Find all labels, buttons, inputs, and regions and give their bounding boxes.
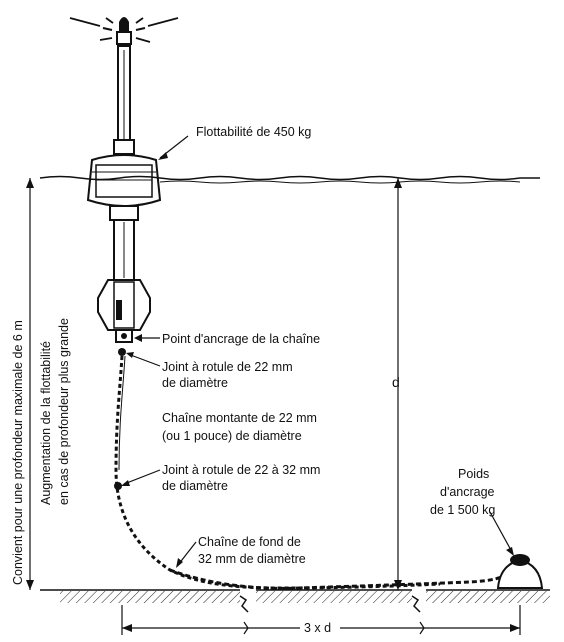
seabed — [40, 589, 550, 613]
depth-dimension — [394, 178, 402, 590]
depth-label: d — [392, 374, 400, 390]
swivel-22-label-line1: Joint à rotule de 22 mm — [162, 360, 293, 374]
chain-anchor-point — [115, 329, 133, 343]
swivel-22-32-label-line2: de diamètre — [162, 479, 229, 493]
water-surface — [39, 175, 540, 184]
buoy-tube — [113, 219, 135, 281]
max-depth-label: Convient pour une profondeur maximale de… — [11, 320, 25, 585]
anchor-point-label: Point d'ancrage de la chaîne — [162, 332, 321, 346]
max-depth-dimension — [26, 178, 34, 590]
riser-chain-label-line1: Chaîne montante de 22 mm — [162, 411, 317, 425]
weight-label-line3: de 1 500 kg — [430, 503, 496, 517]
riser-chain-label-line2: (ou 1 pouce) de diamètre — [162, 429, 302, 443]
ground-chain-label-line1: Chaîne de fond de — [198, 535, 301, 549]
weight-label-line2: d'ancrage — [440, 485, 495, 499]
ground-chain-label-line2: 32 mm de diamètre — [198, 552, 306, 566]
spread-label: 3 x d — [304, 621, 332, 635]
buoy-mast — [113, 45, 135, 157]
weight-label-line1: Poids — [458, 467, 490, 481]
swivel-22-label-line2: de diamètre — [162, 376, 229, 390]
swivel-22-32-label-line1: Joint à rotule de 22 à 32 mm — [162, 463, 321, 477]
ballast-weight — [97, 279, 151, 331]
leader-arrows — [121, 135, 514, 568]
float-body — [86, 154, 162, 221]
spread-dimension — [121, 605, 521, 635]
greater-depth-label: en cas de profondeur plus grande — [57, 318, 71, 505]
buoyancy-increase-label: Augmentation de la flottabilité — [39, 341, 53, 505]
anchor-weight — [496, 554, 544, 589]
buoyancy-label: Flottabilité de 450 kg — [196, 125, 312, 139]
ground-chain — [169, 568, 516, 590]
beacon-light-icon — [69, 17, 179, 47]
